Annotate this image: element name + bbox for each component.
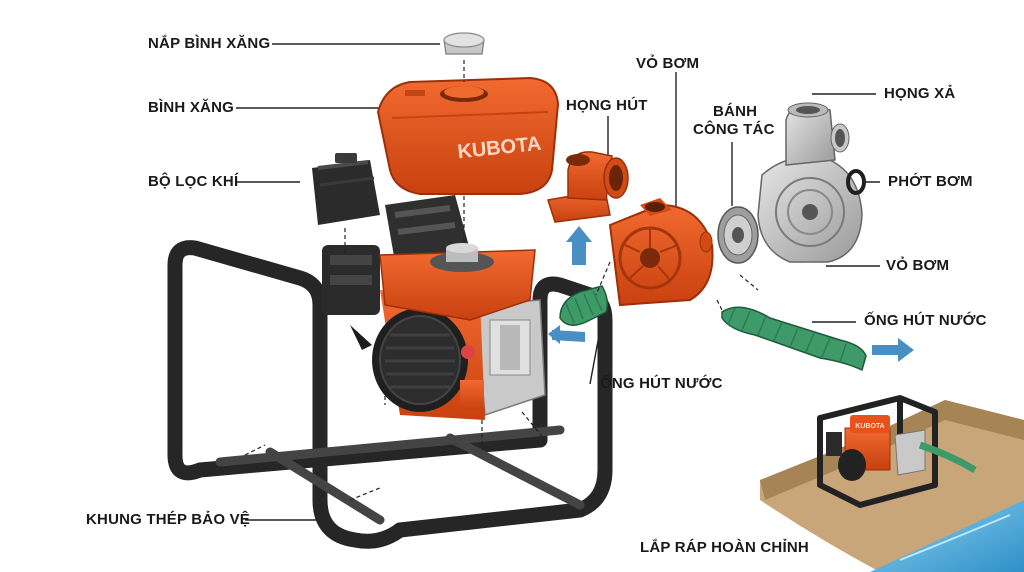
discharge-housing-icon: [757, 102, 863, 263]
label-discharge: HỌNG XẢ: [884, 85, 956, 102]
label-impeller-line1: BÁNH: [713, 103, 758, 120]
brand-logo-small: KUBOTA: [855, 423, 884, 430]
label-air-filter: BỘ LỌC KHÍ: [148, 173, 239, 190]
fuel-cap-icon: [443, 32, 485, 55]
label-pump-housing-right: VỎ BƠM: [886, 257, 950, 274]
suction-elbow-icon: [547, 151, 629, 223]
label-frame: KHUNG THÉP BẢO VỆ: [86, 511, 250, 528]
label-impeller-line2: CÔNG TÁC: [693, 121, 775, 138]
label-fuel-cap: NẮP BÌNH XĂNG: [148, 35, 271, 52]
label-assembled: LẮP RÁP HOÀN CHỈNH: [640, 539, 809, 556]
pump-housing-icon: [608, 198, 714, 307]
assembled-pump-icon: KUBOTA: [760, 395, 1024, 572]
flow-arrow-icon: [548, 226, 914, 362]
label-fuel-tank: BÌNH XĂNG: [148, 99, 234, 116]
label-suction-hose-center: ỐNG HÚT NƯỚC: [600, 375, 723, 392]
fuel-tank-icon: KUBOTA: [376, 76, 560, 195]
label-pump-seal: PHỚT BƠM: [888, 173, 973, 190]
hose-icon: [559, 285, 867, 372]
impeller-icon: [717, 206, 759, 264]
tank-base-icon: [379, 243, 536, 321]
label-suction-throat: HỌNG HÚT: [566, 97, 648, 114]
air-filter-icon: [312, 153, 380, 225]
label-pump-housing-top: VỎ BƠM: [636, 55, 700, 72]
label-suction-hose-right: ỐNG HÚT NƯỚC: [864, 312, 987, 329]
seal-ring-icon: [846, 169, 866, 195]
leader-lines: [236, 43, 880, 521]
